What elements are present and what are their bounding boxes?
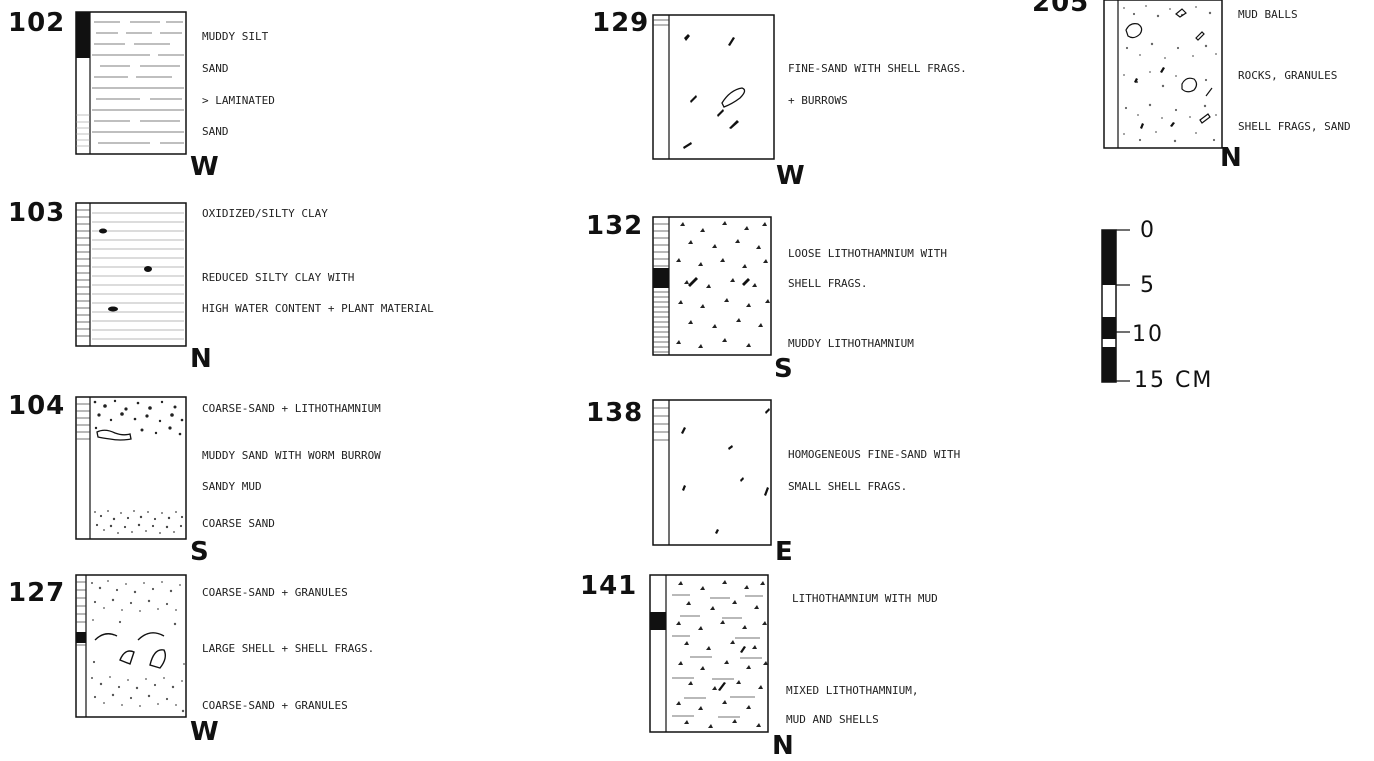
scale-tick-label: 5 bbox=[1140, 275, 1156, 297]
core-label: MUDDY LITHOTHAMNIUM bbox=[788, 338, 914, 350]
scale-tick-label: 15 CM bbox=[1134, 370, 1213, 392]
core-label: MIXED LITHOTHAMNIUM, bbox=[786, 685, 918, 697]
orientation-letter: N bbox=[1220, 145, 1242, 171]
scale-tick-label: 10 bbox=[1132, 324, 1164, 346]
core-label: MUD BALLS bbox=[1238, 9, 1298, 21]
core-log bbox=[0, 0, 1374, 200]
scale-tick-label: 0 bbox=[1140, 220, 1156, 242]
core-label: HOMOGENEOUS FINE-SAND WITH bbox=[788, 449, 960, 461]
core-label: SHELL FRAGS, SAND bbox=[1238, 121, 1351, 133]
scale-bar: 0 5 10 15 CM bbox=[1100, 225, 1250, 395]
core-label: LOOSE LITHOTHAMNIUM WITH bbox=[788, 248, 947, 260]
core-label: ROCKS, GRANULES bbox=[1238, 70, 1337, 82]
core-label: MUD AND SHELLS bbox=[786, 714, 879, 726]
core-label: LITHOTHAMNIUM WITH MUD bbox=[792, 593, 938, 605]
core-label: SMALL SHELL FRAGS. bbox=[788, 481, 907, 493]
orientation-letter: N bbox=[772, 733, 794, 759]
